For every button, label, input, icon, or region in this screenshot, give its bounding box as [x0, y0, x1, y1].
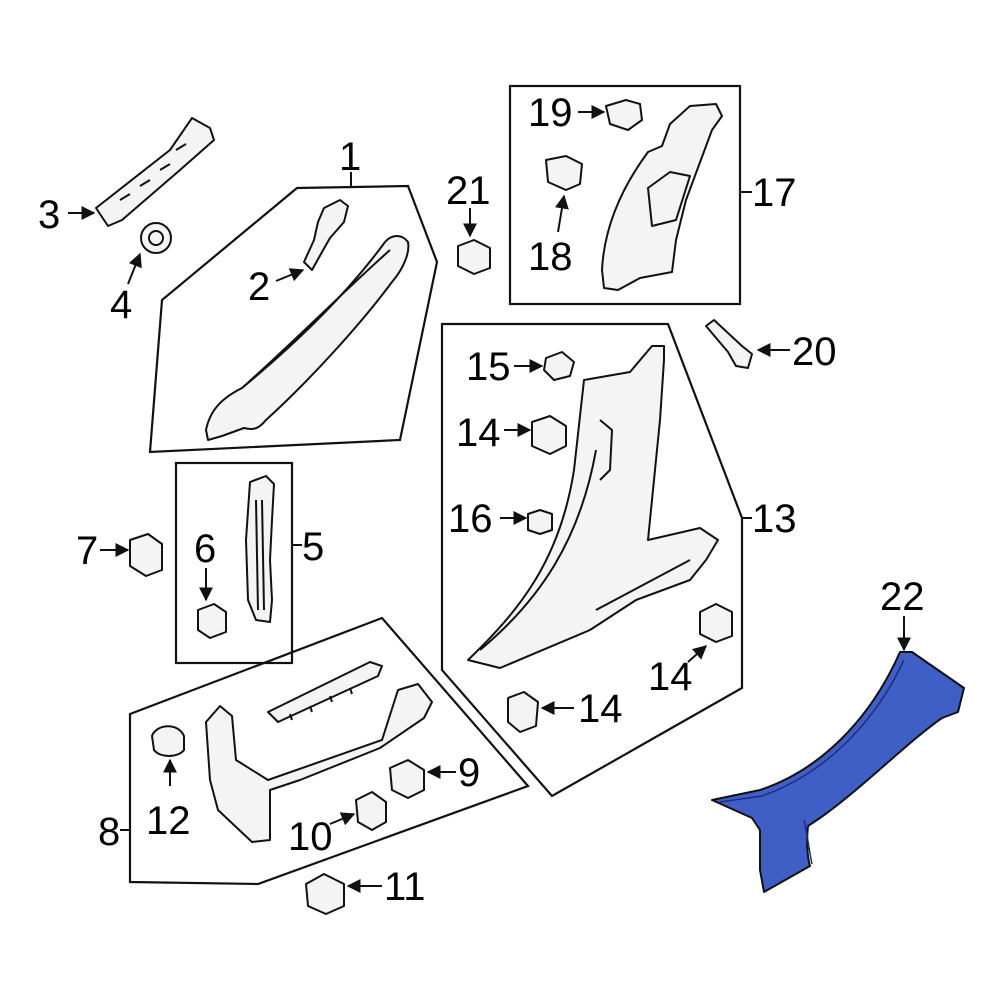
group-box-8 — [128, 616, 530, 886]
group-box-1 — [148, 184, 439, 454]
clip-14-top[interactable] — [531, 415, 567, 455]
bolt[interactable] — [705, 319, 753, 369]
callout-10[interactable]: 10 — [288, 815, 333, 859]
b-pillar-lower-trim[interactable] — [467, 345, 719, 669]
callout-20[interactable]: 20 — [792, 330, 837, 374]
group-box-17 — [508, 84, 742, 306]
callout-11[interactable]: 11 — [384, 865, 426, 909]
leader-14c — [687, 645, 708, 663]
leader-10 — [329, 812, 356, 826]
a-pillar-trim-edge — [241, 249, 391, 389]
scuff-plate-strip-detail — [289, 687, 353, 721]
callout-2[interactable]: 2 — [248, 265, 270, 309]
door-sill-scuff-plate-edge — [719, 659, 905, 865]
clip-7[interactable] — [129, 533, 163, 577]
b-pillar-upper-window — [647, 171, 691, 227]
leader-18 — [555, 194, 569, 233]
callout-14c[interactable]: 14 — [648, 655, 693, 699]
clip-19[interactable] — [605, 99, 643, 131]
a-pillar-clip-bracket[interactable] — [303, 199, 349, 271]
callout-12[interactable]: 12 — [146, 799, 191, 843]
callout-14b[interactable]: 14 — [578, 687, 623, 731]
leader-2 — [275, 268, 305, 282]
callout-17[interactable]: 17 — [752, 171, 797, 215]
bumper-16[interactable] — [527, 509, 553, 535]
callout-21[interactable]: 21 — [446, 169, 491, 213]
clip-15[interactable] — [543, 351, 575, 381]
callout-1[interactable]: 1 — [339, 135, 361, 179]
b-pillar-seal-trim-groove — [255, 499, 265, 611]
callout-8[interactable]: 8 — [98, 810, 120, 854]
clip-14-right[interactable] — [699, 603, 733, 643]
b-pillar-lower-trim-edge — [479, 419, 691, 651]
scuff-plate-strip[interactable] — [267, 661, 383, 723]
callout-7[interactable]: 7 — [76, 529, 98, 573]
callout-15[interactable]: 15 — [466, 345, 511, 389]
callout-16[interactable]: 16 — [448, 497, 493, 541]
retainer-21[interactable] — [457, 239, 491, 275]
callout-9[interactable]: 9 — [458, 751, 480, 795]
callout-13[interactable]: 13 — [752, 497, 797, 541]
door-sill-scuff-plate[interactable] — [711, 651, 965, 893]
pillar-bracket[interactable] — [95, 117, 215, 227]
leader-4 — [127, 252, 142, 285]
pillar-bracket-detail — [119, 143, 187, 201]
callout-22[interactable]: 22 — [880, 575, 925, 619]
clip-6[interactable] — [197, 603, 227, 639]
callout-19[interactable]: 19 — [528, 91, 573, 135]
clip-9[interactable] — [389, 759, 425, 799]
callout-3[interactable]: 3 — [38, 193, 60, 237]
callout-6[interactable]: 6 — [194, 527, 216, 571]
b-pillar-upper-trim[interactable] — [601, 103, 723, 291]
kick-panel-trim[interactable] — [205, 683, 433, 843]
callout-18[interactable]: 18 — [528, 235, 573, 279]
clip-11[interactable] — [305, 873, 345, 915]
b-pillar-seal-trim[interactable] — [245, 475, 275, 623]
push-pin-12[interactable] — [151, 725, 185, 757]
group-box-13 — [440, 322, 744, 798]
group-box-5 — [174, 461, 294, 665]
callout-5[interactable]: 5 — [302, 525, 324, 569]
callout-14a[interactable]: 14 — [456, 411, 501, 455]
clip-14-bottom[interactable] — [507, 691, 539, 733]
nut[interactable] — [140, 222, 172, 254]
clip-10[interactable] — [355, 791, 387, 831]
clip-18[interactable] — [545, 155, 583, 191]
nut-hole — [148, 230, 164, 246]
callout-4[interactable]: 4 — [110, 283, 132, 327]
